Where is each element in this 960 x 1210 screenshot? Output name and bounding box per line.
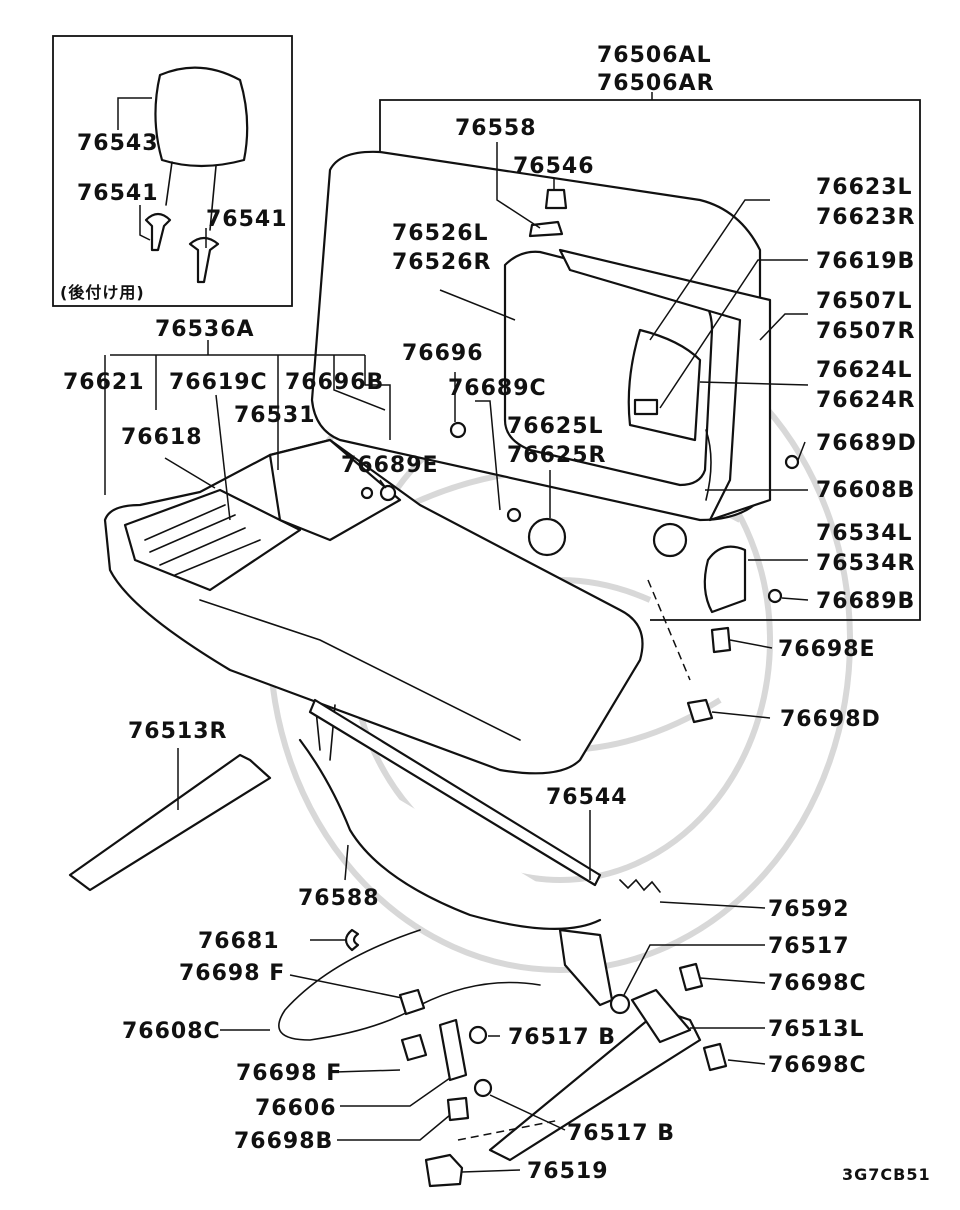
label-76689D: 76689D	[816, 431, 917, 456]
label-76517B-lower: 76517 B	[567, 1121, 675, 1146]
recliner-hinge-right	[652, 522, 688, 558]
label-76519: 76519	[527, 1159, 609, 1184]
clip-76681	[344, 928, 360, 952]
lock-mechanism	[558, 928, 614, 1007]
label-76625L: 76625L	[507, 414, 604, 439]
label-76689E: 76689E	[341, 453, 439, 478]
bushing-76517	[609, 993, 631, 1015]
label-76698F-top: 76698 F	[179, 961, 285, 986]
spring-76592	[619, 878, 661, 893]
seat-back-hook-76558	[528, 220, 564, 238]
label-76625R: 76625R	[507, 443, 606, 468]
headrest	[154, 66, 249, 168]
label-76534R: 76534R	[816, 551, 915, 576]
part-labels: 76506AL 76506AR 76543 76541 76541 (後付け用)…	[60, 43, 931, 1184]
cushion-lower-skin	[199, 599, 521, 741]
label-76517B-upper: 76517 B	[508, 1025, 616, 1050]
label-76698C-bottom: 76698C	[768, 1053, 867, 1078]
label-76513R: 76513R	[128, 719, 227, 744]
label-76588: 76588	[298, 886, 380, 911]
bolt-76698B	[446, 1096, 470, 1122]
leader-lines	[104, 142, 809, 1173]
label-76619B: 76619B	[816, 249, 915, 274]
label-76546: 76546	[513, 154, 595, 179]
rail-bracket-76513L	[630, 988, 692, 1044]
seat-frame-76588	[298, 738, 602, 930]
seat-cushion-assembly	[103, 438, 644, 775]
label-76506AL: 76506AL	[597, 43, 712, 68]
label-76618: 76618	[121, 425, 203, 450]
label-76526L: 76526L	[392, 221, 489, 246]
label-76698F-bottom: 76698 F	[236, 1061, 342, 1086]
label-76517: 76517	[768, 934, 850, 959]
bolt-76698C-a	[678, 962, 704, 992]
label-76621: 76621	[63, 370, 145, 395]
recliner-hinge-left	[527, 517, 567, 557]
label-76536A: 76536A	[155, 317, 255, 342]
release-cable-76608C	[278, 929, 541, 1041]
bushing-76517B-b	[473, 1078, 493, 1098]
label-76608B: 76608B	[816, 478, 915, 503]
bolt-76698F-b	[400, 1033, 428, 1062]
label-76698E: 76698E	[778, 637, 876, 662]
label-76531: 76531	[234, 403, 316, 428]
label-76696B: 76696B	[285, 370, 384, 395]
label-76696: 76696	[402, 341, 484, 366]
headrest-guide-left	[144, 212, 172, 252]
label-76558: 76558	[455, 116, 537, 141]
hinge-cover-76534	[703, 545, 747, 614]
label-76526R: 76526R	[392, 250, 491, 275]
inset-note: (後付け用)	[60, 283, 145, 302]
label-76543: 76543	[77, 131, 159, 156]
cap-76519	[424, 1153, 464, 1188]
bolt-76698E	[710, 626, 732, 654]
label-76698D: 76698D	[780, 707, 881, 732]
label-76623L: 76623L	[816, 175, 913, 200]
label-76624L: 76624L	[816, 358, 913, 383]
headrest-inset	[52, 35, 293, 307]
label-76541-left: 76541	[77, 181, 159, 206]
seat-back-latch-76546	[544, 188, 568, 210]
seat-back-assembly	[310, 150, 800, 614]
diagram-code: 3G7CB51	[842, 1165, 931, 1184]
label-76606: 76606	[255, 1096, 337, 1121]
label-76698B: 76698B	[234, 1129, 333, 1154]
bolt-76698F-a	[398, 988, 426, 1016]
label-76608C: 76608C	[122, 1019, 221, 1044]
cross-bar-76544	[308, 698, 602, 887]
label-76507L: 76507L	[816, 289, 913, 314]
label-76623R: 76623R	[816, 205, 915, 230]
label-76689B: 76689B	[816, 589, 915, 614]
bushing-76517B-a	[468, 1025, 488, 1045]
label-76592: 76592	[768, 897, 850, 922]
label-76698C-top: 76698C	[768, 971, 867, 996]
label-76624R: 76624R	[816, 388, 915, 413]
seat-rail-76513L	[488, 1008, 702, 1162]
label-76506AR: 76506AR	[597, 71, 715, 96]
bolt-76698C-b	[702, 1042, 728, 1072]
label-76619C: 76619C	[169, 370, 268, 395]
label-76513L: 76513L	[768, 1017, 865, 1042]
label-76507R: 76507R	[816, 319, 915, 344]
cushion-pad-76531	[268, 438, 402, 542]
back-panel-76507	[558, 248, 772, 522]
cushion-frame-76621	[123, 488, 302, 592]
label-76541-right: 76541	[206, 207, 288, 232]
label-76544: 76544	[546, 785, 628, 810]
seat-rail-76513R	[68, 753, 272, 892]
headrest-guide-right	[188, 236, 220, 284]
label-76689C: 76689C	[448, 376, 547, 401]
label-76681: 76681	[198, 929, 280, 954]
label-76534L: 76534L	[816, 521, 913, 546]
bolt-76698D	[686, 698, 714, 724]
plate-76606	[438, 1018, 468, 1082]
seat-frame-assembly	[68, 579, 732, 1188]
